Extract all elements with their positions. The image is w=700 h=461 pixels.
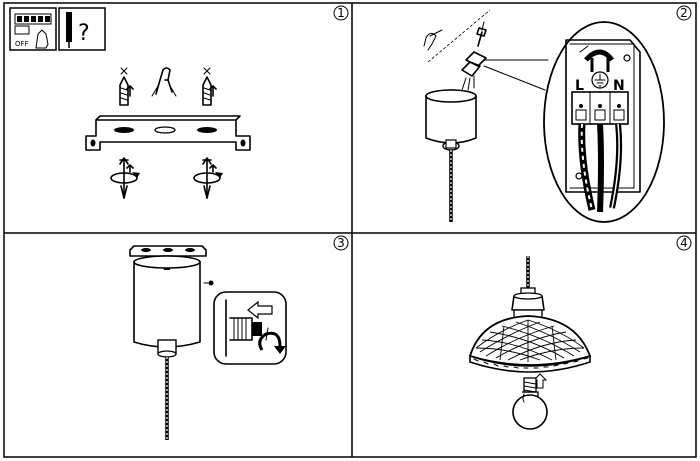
- woven-lamp-shade: [468, 315, 592, 373]
- step-number-3: 3: [333, 235, 349, 251]
- screw-left-bottom: [110, 157, 140, 199]
- lamp-socket-holder: [511, 287, 545, 319]
- switch-off-label: OFF: [15, 40, 29, 48]
- screw-right-top: [202, 67, 217, 106]
- pliers-small-icon: [423, 29, 443, 51]
- panel-2: 2: [423, 5, 692, 223]
- voltage-tester-icon: ?: [58, 7, 106, 51]
- panel-3: 3: [129, 235, 349, 440]
- side-screw-icon: [203, 280, 214, 286]
- power-off-switch-icon: OFF: [9, 7, 57, 51]
- terminal-block-small: [461, 51, 487, 91]
- ceiling-line: [427, 9, 491, 63]
- mounting-bracket: [85, 115, 251, 151]
- panel-4: 4: [468, 235, 692, 430]
- pliers-icon: [151, 67, 177, 97]
- screw-left-top: [119, 67, 134, 106]
- earth-ground-icon: [591, 71, 609, 89]
- light-bulb: [512, 377, 548, 430]
- terminal-label-neutral: N: [613, 78, 625, 94]
- step-number-1-label: 1: [337, 6, 345, 20]
- step-number-3-label: 3: [337, 236, 345, 250]
- terminal-label-live: L: [575, 78, 584, 94]
- step-number-1: 1: [333, 5, 349, 21]
- step-number-2-label: 2: [680, 6, 688, 20]
- screwdriver-icon: [476, 21, 487, 47]
- screw-detail-magnifier: [213, 291, 287, 365]
- ceiling-canopy-mounted: [133, 255, 201, 358]
- tester-question-mark: ?: [78, 21, 90, 46]
- step-number-2: 2: [676, 5, 692, 21]
- panel-1: 1 OFF ?: [9, 5, 349, 199]
- diagram-frame: [3, 2, 697, 458]
- step-number-4-label: 4: [680, 236, 688, 250]
- terminal-detail-magnifier: L N: [543, 21, 665, 223]
- step-number-4: 4: [676, 235, 692, 251]
- ceiling-canopy: [425, 89, 477, 151]
- screw-right-bottom: [193, 157, 223, 199]
